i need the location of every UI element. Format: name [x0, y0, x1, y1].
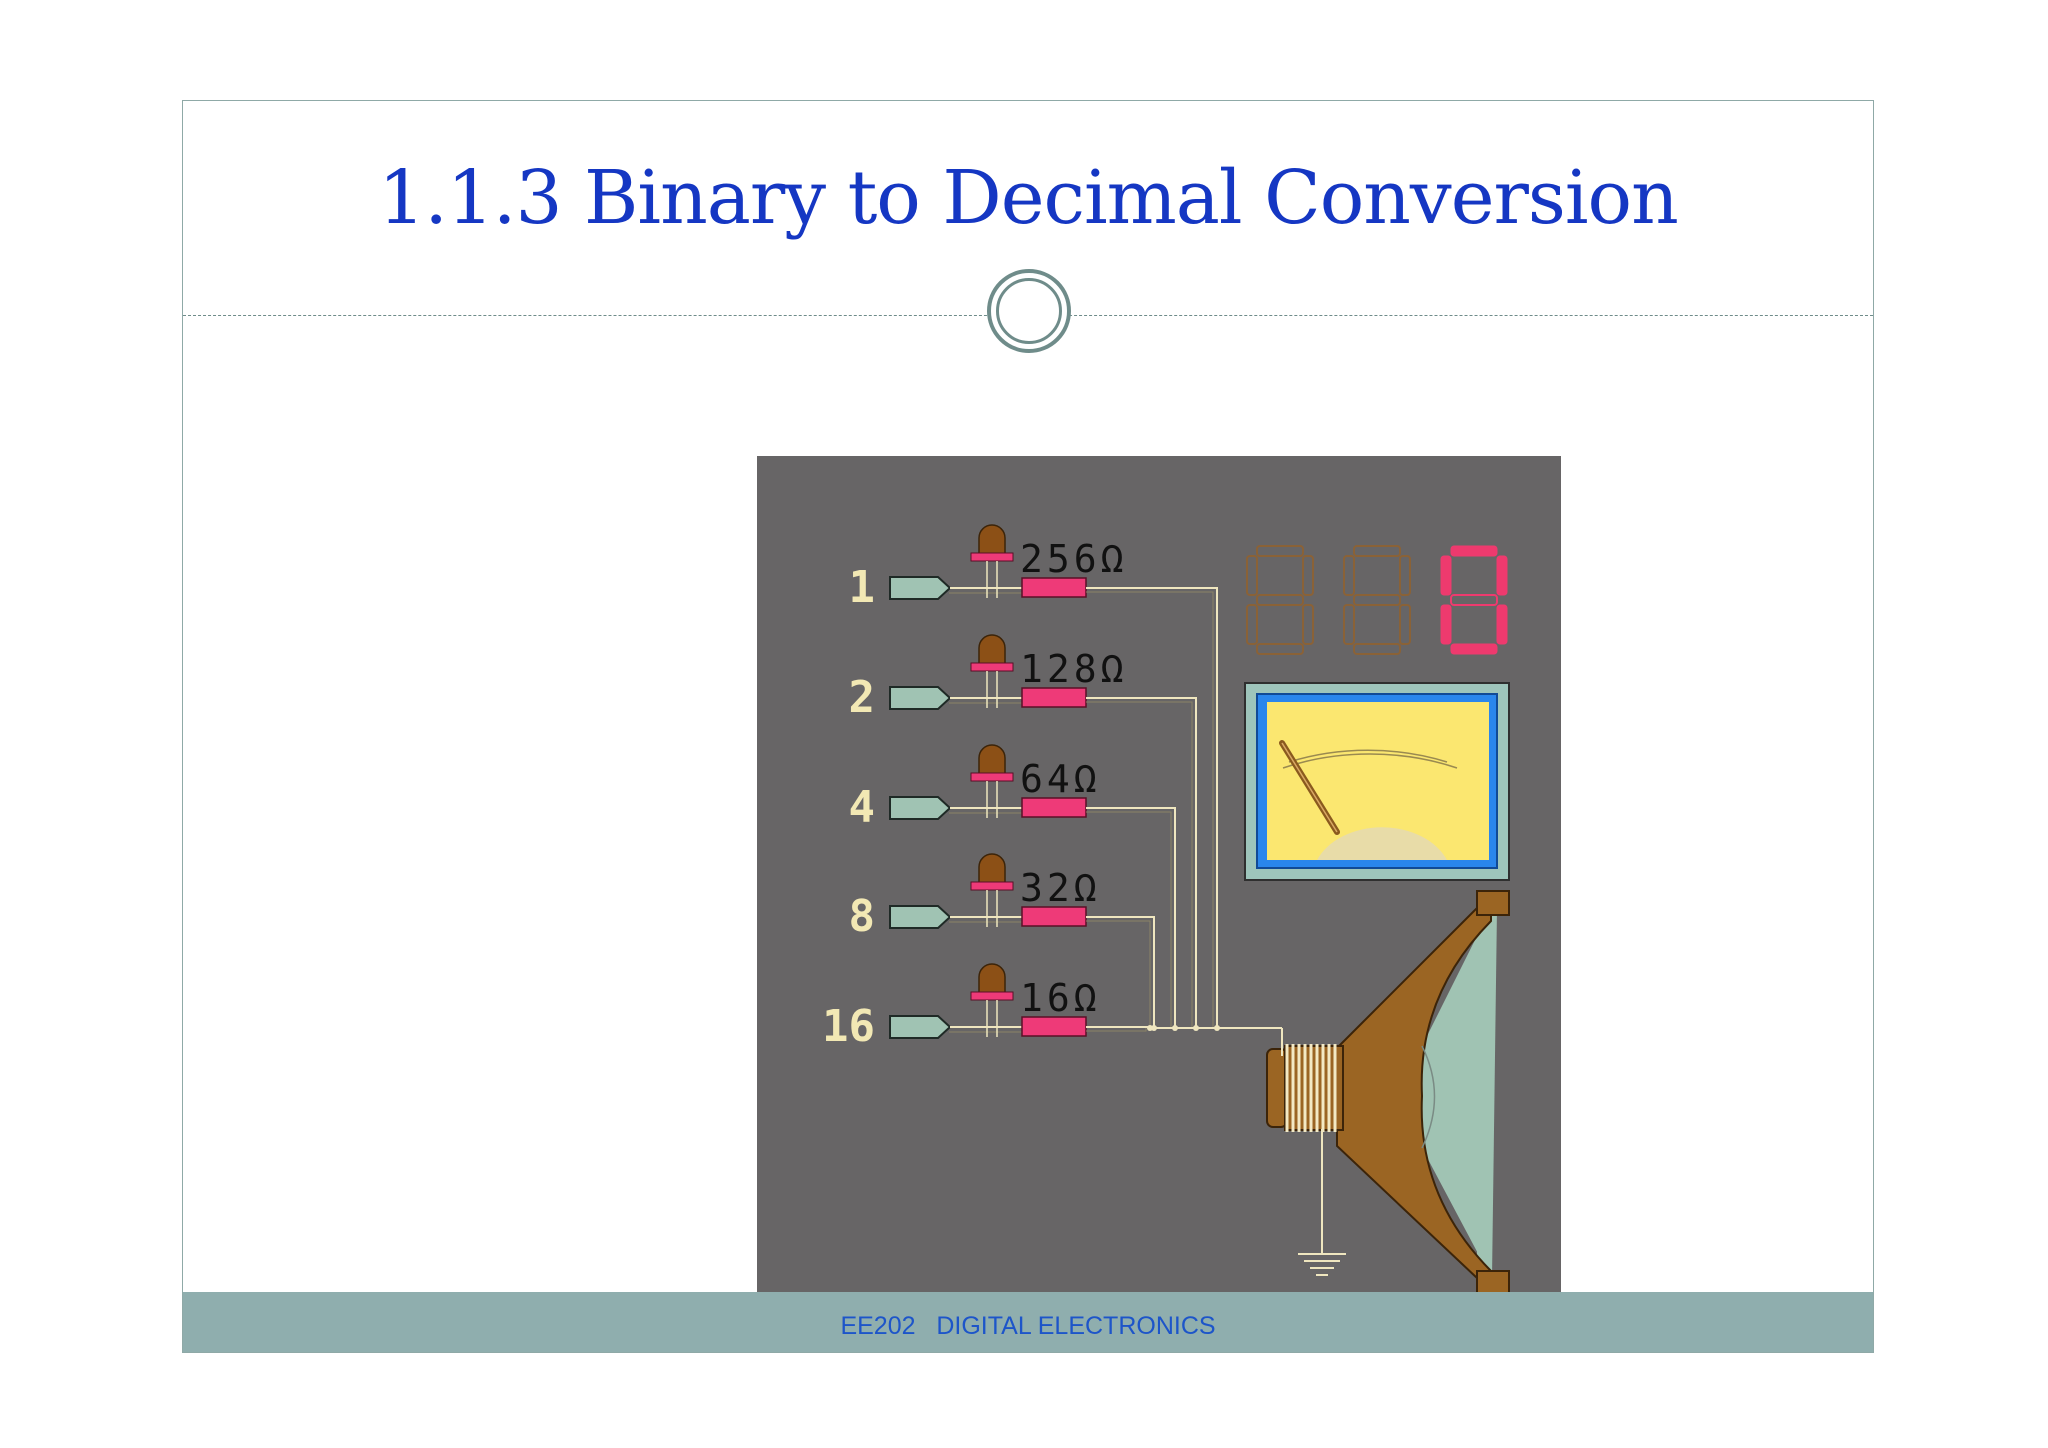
segment: [1353, 643, 1401, 655]
input-probe: [889, 1015, 952, 1039]
segment: [1440, 604, 1452, 645]
wire-to-bus: [1086, 916, 1155, 1028]
segment: [1353, 545, 1401, 557]
segment: [1302, 604, 1314, 645]
wire-shadow: [1086, 591, 1214, 1028]
led-icon: [970, 524, 1014, 598]
led-icon: [970, 963, 1014, 1037]
input-probe: [889, 796, 952, 820]
segment: [1353, 594, 1401, 606]
segment: [1343, 604, 1355, 645]
resistor-value-label: 64Ω: [1020, 757, 1101, 801]
footer-bar: EE202 DIGITAL ELECTRONICS: [183, 1292, 1873, 1352]
input-row: 8 32Ω: [849, 853, 1157, 1031]
digit-off-tens: [1343, 545, 1411, 655]
resistor-value-label: 16Ω: [1020, 976, 1101, 1020]
segment: [1496, 604, 1508, 645]
wire-to-bus: [1086, 587, 1218, 1028]
digit-ones: [1440, 545, 1508, 655]
input-probe: [889, 686, 952, 710]
seven-segment-display: [1246, 545, 1508, 655]
divider-ring-icon: [987, 269, 1071, 353]
wire-shadow: [1086, 811, 1172, 1028]
meter-icon: [1244, 682, 1510, 881]
summing-bus: [1150, 1027, 1323, 1254]
segment: [1256, 643, 1304, 655]
resistor-value-label: 256Ω: [1020, 537, 1128, 581]
segment: [1399, 604, 1411, 645]
resistor-value-label: 128Ω: [1020, 647, 1128, 691]
segment: [1256, 545, 1304, 557]
bit-weight-label: 4: [849, 782, 876, 833]
input-probe: [889, 905, 952, 929]
wire-to-bus: [1086, 1026, 1151, 1028]
wire-to-bus: [1086, 697, 1197, 1028]
wire-shadow: [1086, 1028, 1147, 1032]
segment: [1302, 555, 1314, 596]
bit-weight-label: 16: [822, 1001, 875, 1052]
footer-course-label: EE202 DIGITAL ELECTRONICS: [840, 1312, 1216, 1340]
segment: [1246, 555, 1258, 596]
binary-dac-circuit-figure: 1 256Ω 2 128Ω 4 64Ω 8 32Ω 16 16Ω: [757, 456, 1561, 1337]
slide: 1.1.3 Binary to Decimal Conversion 1 256Ω…: [182, 100, 1874, 1353]
bit-weight-label: 1: [849, 562, 876, 613]
led-icon: [970, 634, 1014, 708]
segment: [1440, 555, 1452, 596]
bit-weight-label: 8: [849, 891, 876, 942]
segment: [1496, 555, 1508, 596]
segment: [1450, 545, 1498, 557]
input-row: 4 64Ω: [849, 744, 1178, 1031]
segment: [1399, 555, 1411, 596]
speaker-icon: [1266, 890, 1510, 1296]
input-probe: [889, 576, 952, 600]
wire-shadow: [1086, 920, 1151, 1028]
segment: [1256, 594, 1304, 606]
page-title: 1.1.3 Binary to Decimal Conversion: [378, 155, 1679, 241]
segment: [1450, 643, 1498, 655]
segment: [1450, 594, 1498, 606]
wire-shadow: [1086, 701, 1193, 1028]
led-icon: [970, 744, 1014, 818]
segment: [1343, 555, 1355, 596]
digit-off-hundreds: [1246, 545, 1314, 655]
input-row: 1 256Ω: [849, 524, 1220, 1031]
bit-weight-label: 2: [849, 672, 876, 723]
led-icon: [970, 853, 1014, 927]
segment: [1246, 604, 1258, 645]
resistor-value-label: 32Ω: [1020, 866, 1101, 910]
input-row: 16 16Ω: [822, 963, 1151, 1052]
wire-to-bus: [1086, 807, 1176, 1028]
ground-icon: [1298, 1253, 1346, 1276]
input-row: 2 128Ω: [849, 634, 1199, 1031]
